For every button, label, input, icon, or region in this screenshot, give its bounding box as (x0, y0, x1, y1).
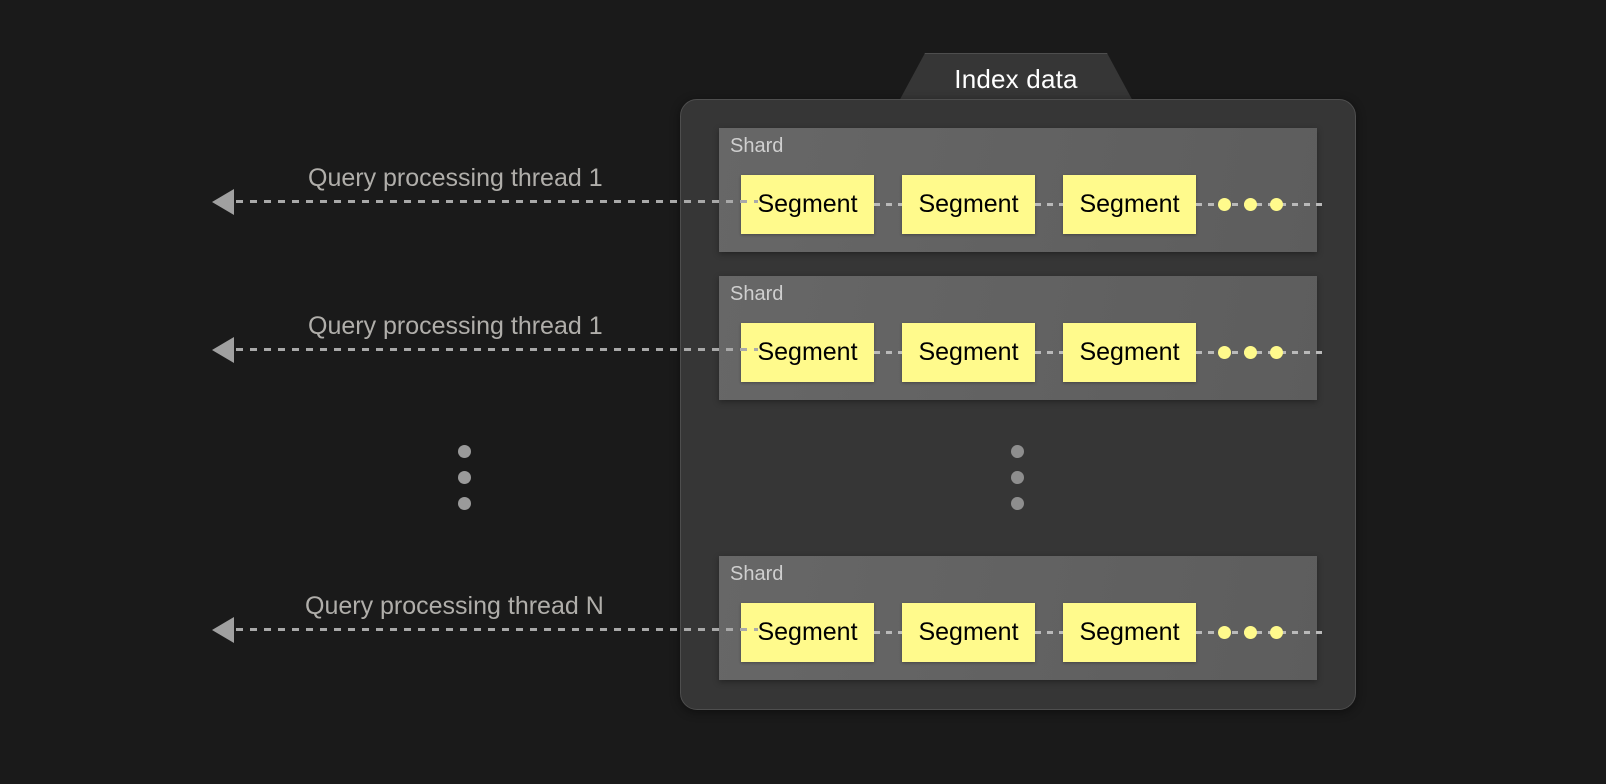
segment-ellipsis (1196, 323, 1328, 382)
thread-label-3: Query processing thread N (305, 592, 604, 620)
segment-ellipsis (1196, 603, 1328, 662)
segment-box: Segment (902, 603, 1035, 662)
segment-ellipsis (1196, 175, 1328, 234)
thread-arrow-3 (212, 617, 234, 643)
shard-ellipsis-dot (1011, 445, 1024, 458)
index-data-title: Index data (954, 63, 1078, 94)
segment-box: Segment (741, 323, 874, 382)
thread-ellipsis (458, 445, 471, 523)
index-data-tab (898, 53, 1134, 103)
segment-connector-line (1196, 351, 1328, 354)
shard-label: Shard (730, 135, 784, 157)
shard-ellipsis-dot (1011, 497, 1024, 510)
segment-ellipsis-dot (1244, 198, 1257, 211)
segment-box: Segment (1063, 603, 1196, 662)
segment-connector (1035, 175, 1063, 234)
shard-label: Shard (730, 563, 784, 585)
segment-connector (874, 175, 902, 234)
thread-label-2: Query processing thread 1 (308, 312, 603, 340)
segment-list: Segment Segment Segment (741, 603, 1328, 662)
segment-ellipsis-dot (1270, 346, 1283, 359)
thread-label-1: Query processing thread 1 (308, 164, 603, 192)
segment-ellipsis-dot (1218, 346, 1231, 359)
segment-connector-line (1196, 631, 1328, 634)
shard-ellipsis-dot (1011, 471, 1024, 484)
segment-connector (874, 603, 902, 662)
thread-ellipsis-dot (458, 497, 471, 510)
thread-ellipsis-dot (458, 471, 471, 484)
segment-connector-line (1196, 203, 1328, 206)
thread-arrow-2 (212, 337, 234, 363)
segment-ellipsis-dot (1270, 198, 1283, 211)
segment-list: Segment Segment Segment (741, 175, 1328, 234)
shard-row-3: Shard Segment Segment Segment (719, 556, 1328, 680)
thread-line-2 (236, 348, 758, 351)
segment-ellipsis-dot (1270, 626, 1283, 639)
segment-list: Segment Segment Segment (741, 323, 1328, 382)
segment-box: Segment (741, 175, 874, 234)
segment-box: Segment (1063, 175, 1196, 234)
shard-row-2: Shard Segment Segment Segment (719, 276, 1328, 400)
shard-row-1: Shard Segment Segment Segment (719, 128, 1328, 252)
thread-line-3 (236, 628, 758, 631)
thread-ellipsis-dot (458, 445, 471, 458)
index-data-tab-label-wrap: Index data (898, 53, 1134, 105)
segment-connector (1035, 323, 1063, 382)
segment-box: Segment (741, 603, 874, 662)
segment-connector (874, 323, 902, 382)
segment-box: Segment (1063, 323, 1196, 382)
shard-label: Shard (730, 283, 784, 305)
segment-ellipsis-dot (1244, 346, 1257, 359)
segment-box: Segment (902, 323, 1035, 382)
segment-connector (1035, 603, 1063, 662)
segment-ellipsis-dot (1218, 626, 1231, 639)
segment-ellipsis-dot (1218, 198, 1231, 211)
segment-box: Segment (902, 175, 1035, 234)
shard-ellipsis (1011, 445, 1024, 523)
segment-ellipsis-dot (1244, 626, 1257, 639)
thread-line-1 (236, 200, 758, 203)
thread-arrow-1 (212, 189, 234, 215)
